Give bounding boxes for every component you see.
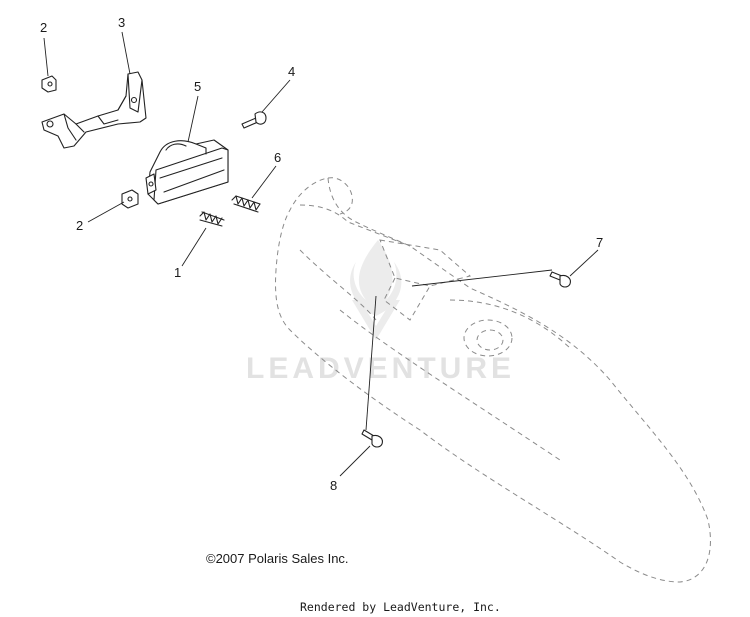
copyright-text: ©2007 Polaris Sales Inc. <box>206 551 349 566</box>
fender-outline <box>275 177 711 583</box>
leader-line-1 <box>181 227 207 267</box>
spring-part-1 <box>199 211 225 227</box>
callout-5: 5 <box>194 79 201 94</box>
callout-1: 1 <box>174 265 181 280</box>
callout-3: 3 <box>118 15 125 30</box>
leader-line-7 <box>569 249 599 277</box>
clip-nut-bottom <box>121 189 139 209</box>
leader-line-4 <box>261 79 291 113</box>
screw-part-7 <box>411 269 571 288</box>
leader-line-6 <box>251 165 277 199</box>
rendered-by-footer: Rendered by LeadVenture, Inc. <box>300 600 501 614</box>
spring-part-6 <box>231 195 261 213</box>
leader-line-2-top <box>43 37 49 77</box>
clip-nut-top <box>41 75 57 93</box>
callout-2-bottom: 2 <box>76 218 83 233</box>
screw-part-4 <box>241 111 267 129</box>
leader-line-2-bottom <box>87 201 125 223</box>
callout-7: 7 <box>596 235 603 250</box>
callout-4: 4 <box>288 64 295 79</box>
light-assembly <box>145 139 229 205</box>
watermark-logo <box>350 240 402 340</box>
callout-2-top: 2 <box>40 20 47 35</box>
bracket-part <box>41 71 147 149</box>
callout-8: 8 <box>330 478 337 493</box>
leader-line-3 <box>121 31 131 75</box>
leader-line-8 <box>339 445 371 477</box>
watermark-text: LEADVENTURE <box>246 352 515 385</box>
callout-6: 6 <box>274 150 281 165</box>
screw-part-8 <box>361 295 383 448</box>
leader-line-5 <box>187 95 199 143</box>
